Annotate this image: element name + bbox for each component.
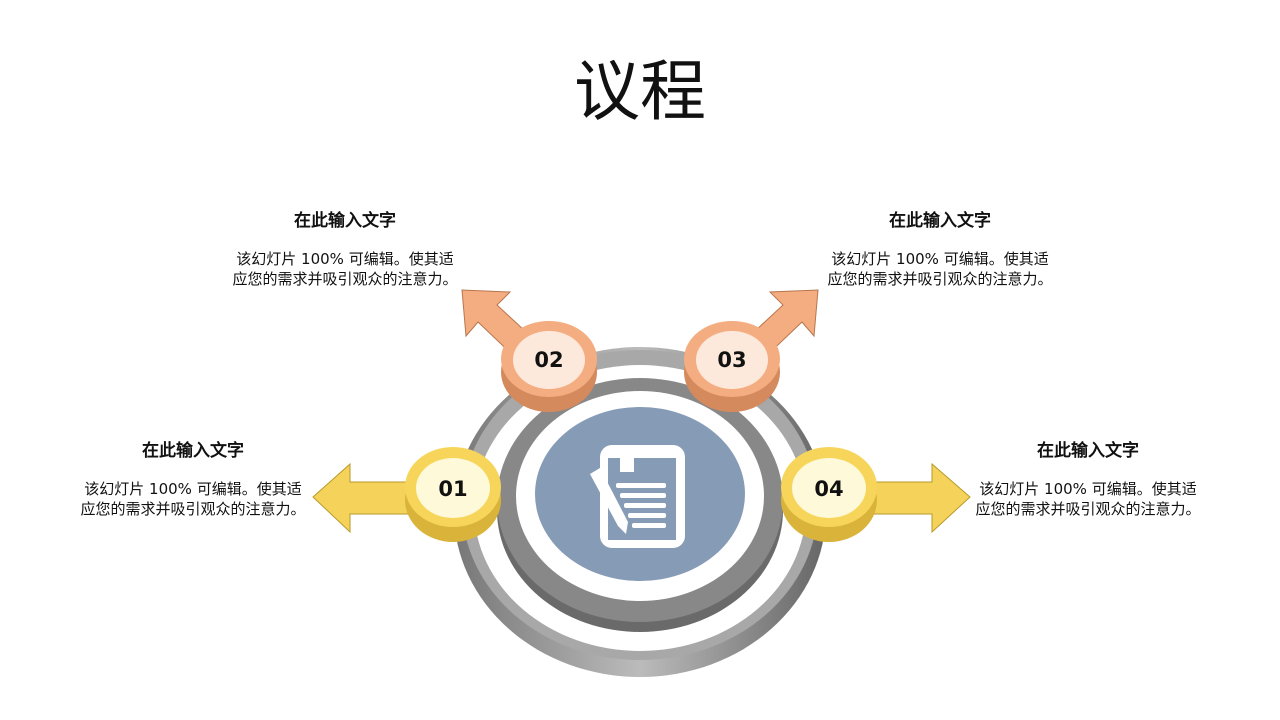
agenda-item-04: 在此输入文字 该幻灯片 100% 可编辑。使其适应您的需求并吸引观众的注意力。 [972, 436, 1204, 519]
item-heading: 在此输入文字 [1037, 441, 1139, 461]
agenda-item-02: 在此输入文字 该幻灯片 100% 可编辑。使其适应您的需求并吸引观众的注意力。 [229, 206, 461, 289]
arrow-04 [869, 462, 971, 534]
document-pen-icon [590, 445, 685, 548]
item-body: 该幻灯片 100% 可编辑。使其适应您的需求并吸引观众的注意力。 [232, 250, 458, 288]
badge-01: 01 [405, 447, 501, 542]
badge-03: 03 [684, 321, 780, 412]
badge-04: 04 [781, 447, 877, 542]
badge-number: 01 [438, 477, 467, 501]
slide-title: 议程 [574, 53, 706, 130]
badge-number: 04 [814, 477, 843, 501]
agenda-item-03: 在此输入文字 该幻灯片 100% 可编辑。使其适应您的需求并吸引观众的注意力。 [824, 206, 1056, 289]
item-body: 该幻灯片 100% 可编辑。使其适应您的需求并吸引观众的注意力。 [80, 480, 306, 518]
item-body: 该幻灯片 100% 可编辑。使其适应您的需求并吸引观众的注意力。 [975, 480, 1201, 518]
badge-number: 03 [717, 348, 746, 372]
badge-02: 02 [501, 321, 597, 412]
arrow-01 [312, 462, 411, 534]
badge-number: 02 [534, 348, 563, 372]
item-heading: 在此输入文字 [294, 211, 396, 231]
agenda-item-01: 在此输入文字 该幻灯片 100% 可编辑。使其适应您的需求并吸引观众的注意力。 [77, 436, 309, 519]
item-body: 该幻灯片 100% 可编辑。使其适应您的需求并吸引观众的注意力。 [827, 250, 1053, 288]
item-heading: 在此输入文字 [889, 211, 991, 231]
item-heading: 在此输入文字 [142, 441, 244, 461]
